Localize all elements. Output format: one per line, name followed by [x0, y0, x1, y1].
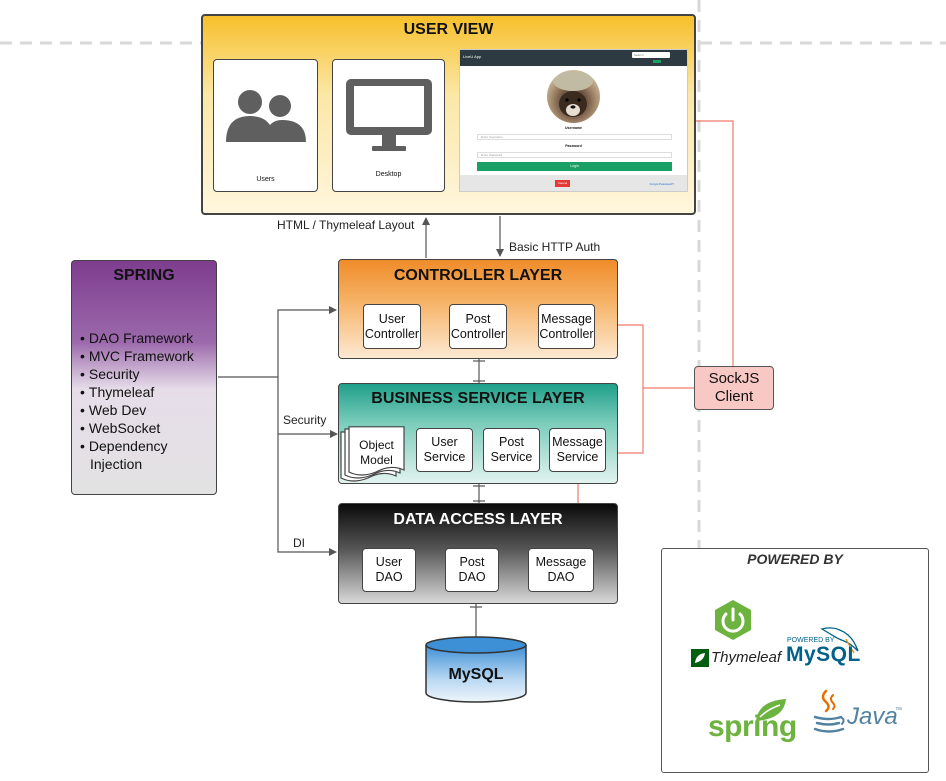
spring-connector [277, 434, 337, 556]
java-logo-text: Java [847, 703, 898, 730]
post-controller-box: Post Controller [449, 304, 507, 349]
java-coffee-cup-icon [813, 689, 845, 733]
websocket-connector [617, 388, 644, 454]
powered-by-panel: POWERED BY Thymeleaf POWERED BY MySQL sp… [661, 548, 929, 773]
websocket-connector [687, 117, 734, 366]
message-controller-box: Message Controller [538, 304, 595, 349]
spring-feature-list: DAO Framework MVC Framework Security Thy… [80, 329, 216, 473]
spring-logo-text: spring [708, 710, 797, 743]
thymeleaf-logo-text: Thymeleaf [711, 649, 782, 666]
app-name: LiveU App [463, 54, 482, 59]
users-card-label: Users [256, 176, 275, 183]
html-layout-label: HTML / Thymeleaf Layout [277, 218, 415, 232]
database-cylinder-icon [425, 636, 527, 703]
spring-connector [218, 306, 337, 378]
cancel-button[interactable]: Cancel [555, 180, 570, 187]
basic-auth-label: Basic HTTP Auth [509, 240, 601, 254]
spring-title: SPRING [113, 267, 175, 284]
desktop-card: Desktop [332, 59, 445, 192]
profile-avatar [547, 70, 600, 123]
spring-leaf-icon [756, 699, 786, 721]
business-layer-title: BUSINESS SERVICE LAYER [371, 390, 585, 407]
login-navbar: LiveU App Search [460, 50, 687, 66]
username-label: Username [565, 126, 582, 130]
object-model-doc-icon [340, 426, 405, 482]
users-icon [225, 90, 306, 142]
desktop-card-label: Desktop [375, 171, 402, 178]
spring-feature: DAO Framework [80, 329, 216, 347]
message-dao-box: Message DAO [528, 548, 594, 592]
sockjs-client-box: SockJS Client [694, 366, 774, 410]
nav-button[interactable] [653, 60, 661, 63]
java-trademark: ™ [895, 707, 902, 714]
spring-feature: MVC Framework [80, 347, 216, 365]
spring-panel: SPRING DAO Framework MVC Framework Secur… [71, 260, 217, 495]
password-input[interactable]: Enter Password [477, 152, 672, 158]
login-button[interactable]: Login [477, 162, 672, 171]
login-screen: LiveU App Search Username Enter Username… [459, 49, 688, 192]
user-dao-box: User DAO [362, 548, 416, 592]
mysql-logo-text: MySQL [786, 643, 861, 666]
security-label: Security [283, 413, 327, 427]
users-card: Users [213, 59, 318, 192]
spring-feature: Web Dev [80, 401, 216, 419]
post-dao-box: Post DAO [445, 548, 499, 592]
data-layer-title: DATA ACCESS LAYER [393, 511, 563, 528]
spring-feature: Security [80, 365, 216, 383]
nav-search-input[interactable]: Search [632, 52, 670, 58]
controller-layer-title: CONTROLLER LAYER [393, 267, 563, 284]
spring-feature: WebSocket [80, 419, 216, 437]
password-label: Password [565, 144, 582, 148]
login-footer: Cancel Forgot Password? [460, 175, 687, 191]
spring-feature: Dependency Injection [80, 437, 216, 473]
post-service-box: Post Service [483, 428, 540, 472]
username-input[interactable]: Enter Username [477, 134, 672, 140]
user-view-title: USER VIEW [403, 21, 494, 38]
spring-boot-power-icon [715, 600, 751, 640]
object-model-label: Object Model [359, 438, 394, 467]
message-service-box: Message Service [549, 428, 606, 472]
mysql-logo-top: POWERED BY [787, 637, 835, 644]
user-service-box: User Service [416, 428, 473, 472]
desktop-icon [345, 79, 432, 151]
forgot-password-link[interactable]: Forgot Password? [649, 182, 674, 186]
powered-by-title: POWERED BY [747, 551, 843, 567]
thymeleaf-leaf-icon [691, 649, 709, 667]
database-label: MySQL [448, 666, 504, 683]
mysql-dolphin-icon [820, 627, 859, 654]
spring-feature: Thymeleaf [80, 383, 216, 401]
di-label: DI [293, 536, 305, 550]
user-controller-box: User Controller [363, 304, 421, 349]
websocket-connector [595, 324, 694, 389]
